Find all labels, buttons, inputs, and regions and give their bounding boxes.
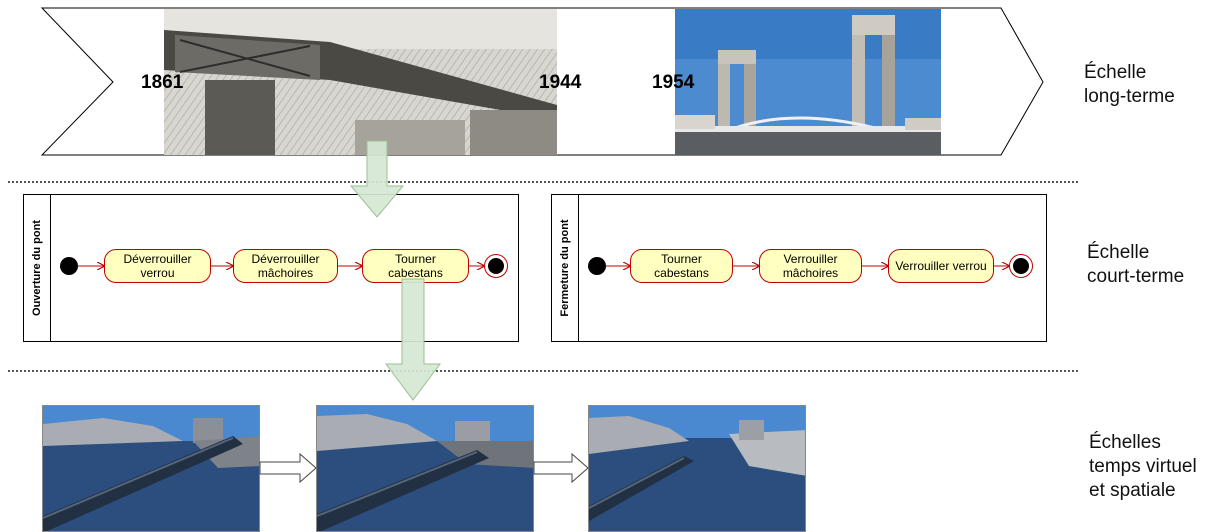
separator-1 — [8, 181, 1078, 183]
action-lock-latch: Verrouiller verrou — [888, 249, 994, 283]
virtual-view-1 — [42, 405, 260, 532]
year-1954: 1954 — [652, 72, 695, 93]
start-node-closing — [588, 257, 606, 275]
start-node-opening — [60, 257, 78, 275]
virtual-view-2 — [316, 405, 534, 532]
label-long-term: Échelle long-terme — [1084, 62, 1175, 107]
end-node-closing — [1009, 254, 1033, 278]
photo-old-bridge — [164, 9, 557, 155]
end-node-opening — [484, 254, 508, 278]
swimlane-closing-header: Fermeture du pont — [552, 195, 579, 341]
action-turn-capstans-opening: Tourner cabestans — [362, 249, 469, 283]
action-unlock-latch: Déverrouiller verrou — [104, 249, 211, 283]
year-1861: 1861 — [141, 72, 184, 93]
swimlane-opening-header: Ouverture du pont — [24, 195, 51, 341]
photo-new-bridge — [675, 9, 941, 155]
action-turn-capstans-closing: Tourner cabestans — [630, 249, 733, 283]
block-arrow-2 — [533, 452, 589, 484]
action-unlock-jaws: Déverrouiller mâchoires — [233, 249, 338, 283]
green-arrow-long-to-short — [349, 140, 405, 218]
label-short-term: Échelle court-terme — [1087, 242, 1185, 287]
label-virtual-spatial: Échelles temps virtuel et spatiale — [1089, 432, 1197, 501]
action-lock-jaws: Verrouiller mâchoires — [759, 249, 862, 283]
separator-2 — [8, 370, 1078, 372]
green-arrow-short-to-virtual — [385, 278, 441, 401]
virtual-view-3 — [588, 405, 806, 532]
block-arrow-1 — [259, 452, 317, 484]
timeline-banner — [40, 7, 1044, 156]
year-1944: 1944 — [539, 72, 582, 93]
